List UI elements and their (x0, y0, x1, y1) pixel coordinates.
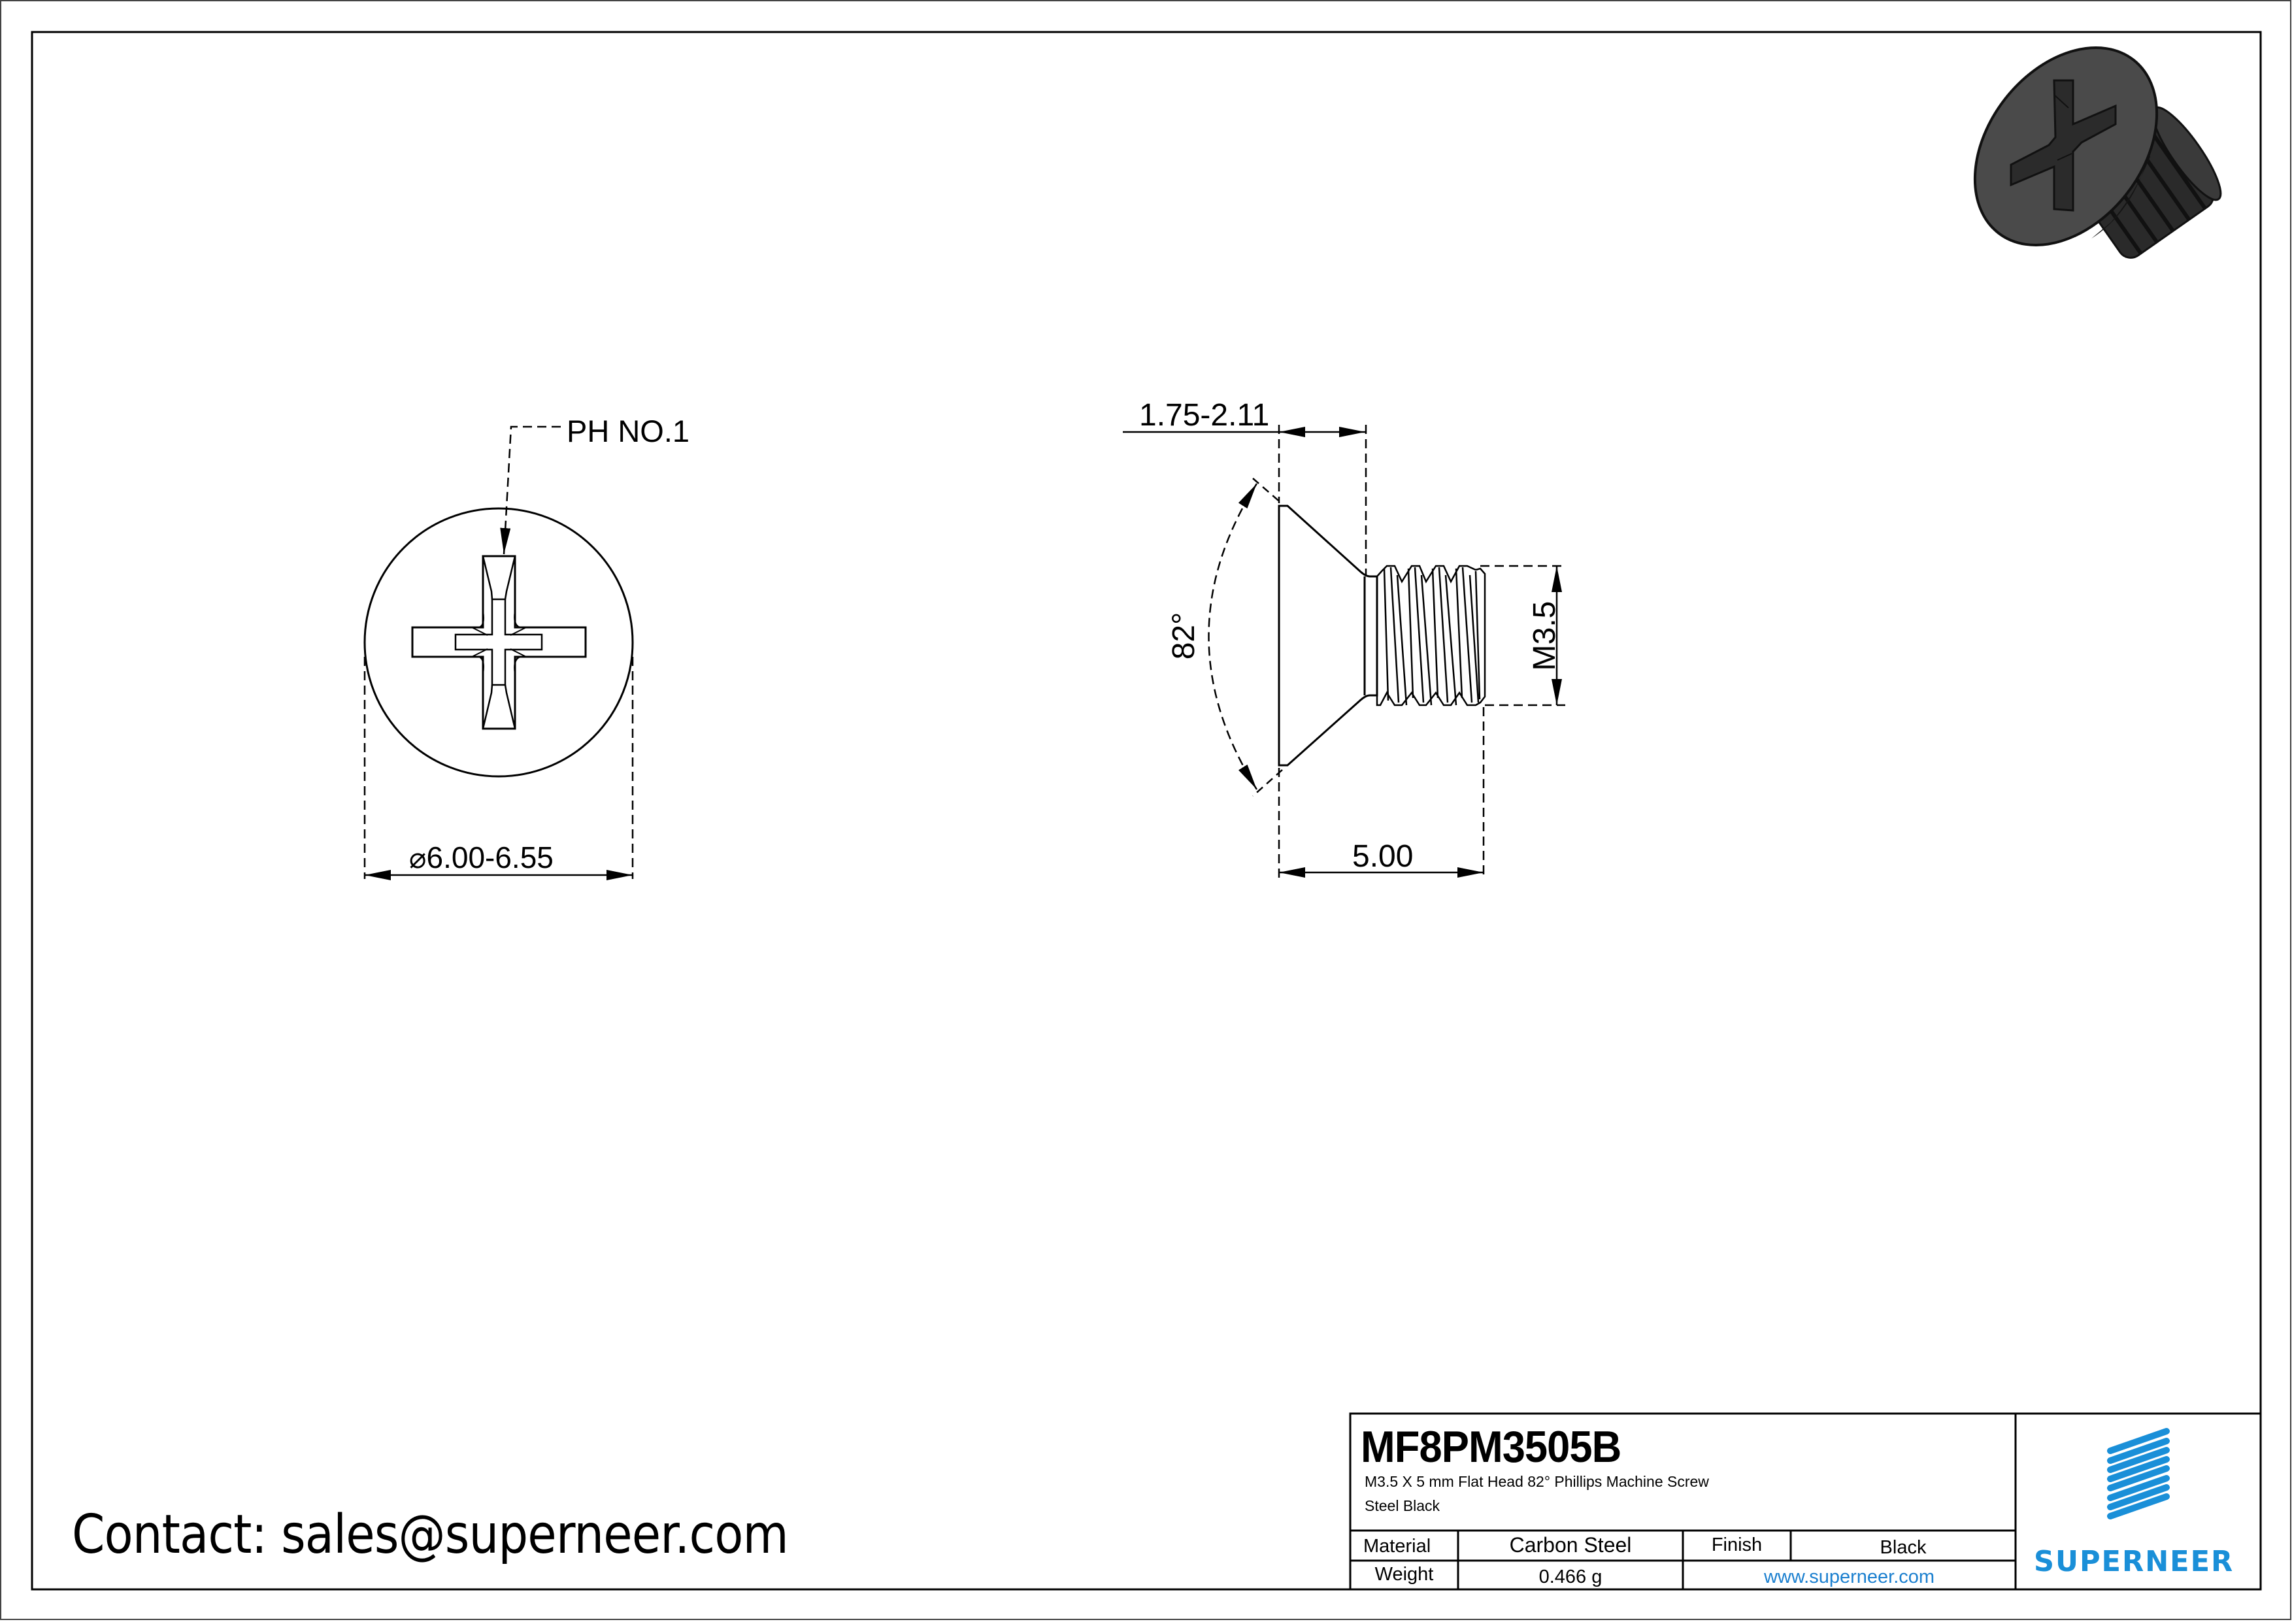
head-outline (363, 507, 634, 778)
head-angle-label: 82° (1167, 612, 1201, 660)
angle-dimension (1208, 478, 1283, 797)
phillips-size-callout: PH NO.1 (567, 414, 690, 448)
thread-size-label: M3.5 (1527, 601, 1562, 671)
weight-value: 0.466 g (1538, 1566, 1603, 1587)
head-height-label: 1.75-2.11 (1139, 398, 1270, 433)
material-value: Carbon Steel (1509, 1533, 1632, 1557)
countersunk-head (1278, 505, 1378, 767)
contact-email[interactable]: Contact: sales@superneer.com (72, 1504, 789, 1566)
front-view (363, 507, 634, 778)
side-view (1278, 505, 1486, 767)
head-height-dimension (1123, 425, 1367, 575)
material-label: Material (1363, 1536, 1431, 1557)
brand-name: SUPERNEER (2034, 1545, 2234, 1578)
screw-3d-render (1973, 46, 2222, 259)
finish-label: Finish (1711, 1534, 1763, 1555)
part-number: MF8PM3505B (1361, 1422, 1621, 1472)
title-block (1349, 1412, 2262, 1591)
thread-body (1376, 565, 1486, 706)
description-line-2: Steel Black (1365, 1497, 1440, 1514)
inner-frame (31, 31, 2262, 1591)
superneer-logo-icon (2107, 1428, 2170, 1519)
phillips-recess-icon (411, 555, 587, 730)
diameter-value: 6.00-6.55 (426, 840, 554, 874)
diameter-label: ⌀6.00-6.55 (409, 842, 554, 873)
diameter-symbol-icon: ⌀ (409, 842, 427, 875)
length-label: 5.00 (1352, 839, 1414, 874)
website-link[interactable]: www.superneer.com (1763, 1566, 1935, 1587)
weight-label: Weight (1374, 1564, 1434, 1585)
thread-dimension (1480, 565, 1565, 706)
description-line-1: M3.5 X 5 mm Flat Head 82° Phillips Machi… (1365, 1473, 1709, 1490)
diameter-dimension (363, 657, 634, 880)
finish-value: Black (1880, 1537, 1927, 1558)
length-dimension (1278, 707, 1485, 879)
callout-leader (500, 425, 561, 555)
